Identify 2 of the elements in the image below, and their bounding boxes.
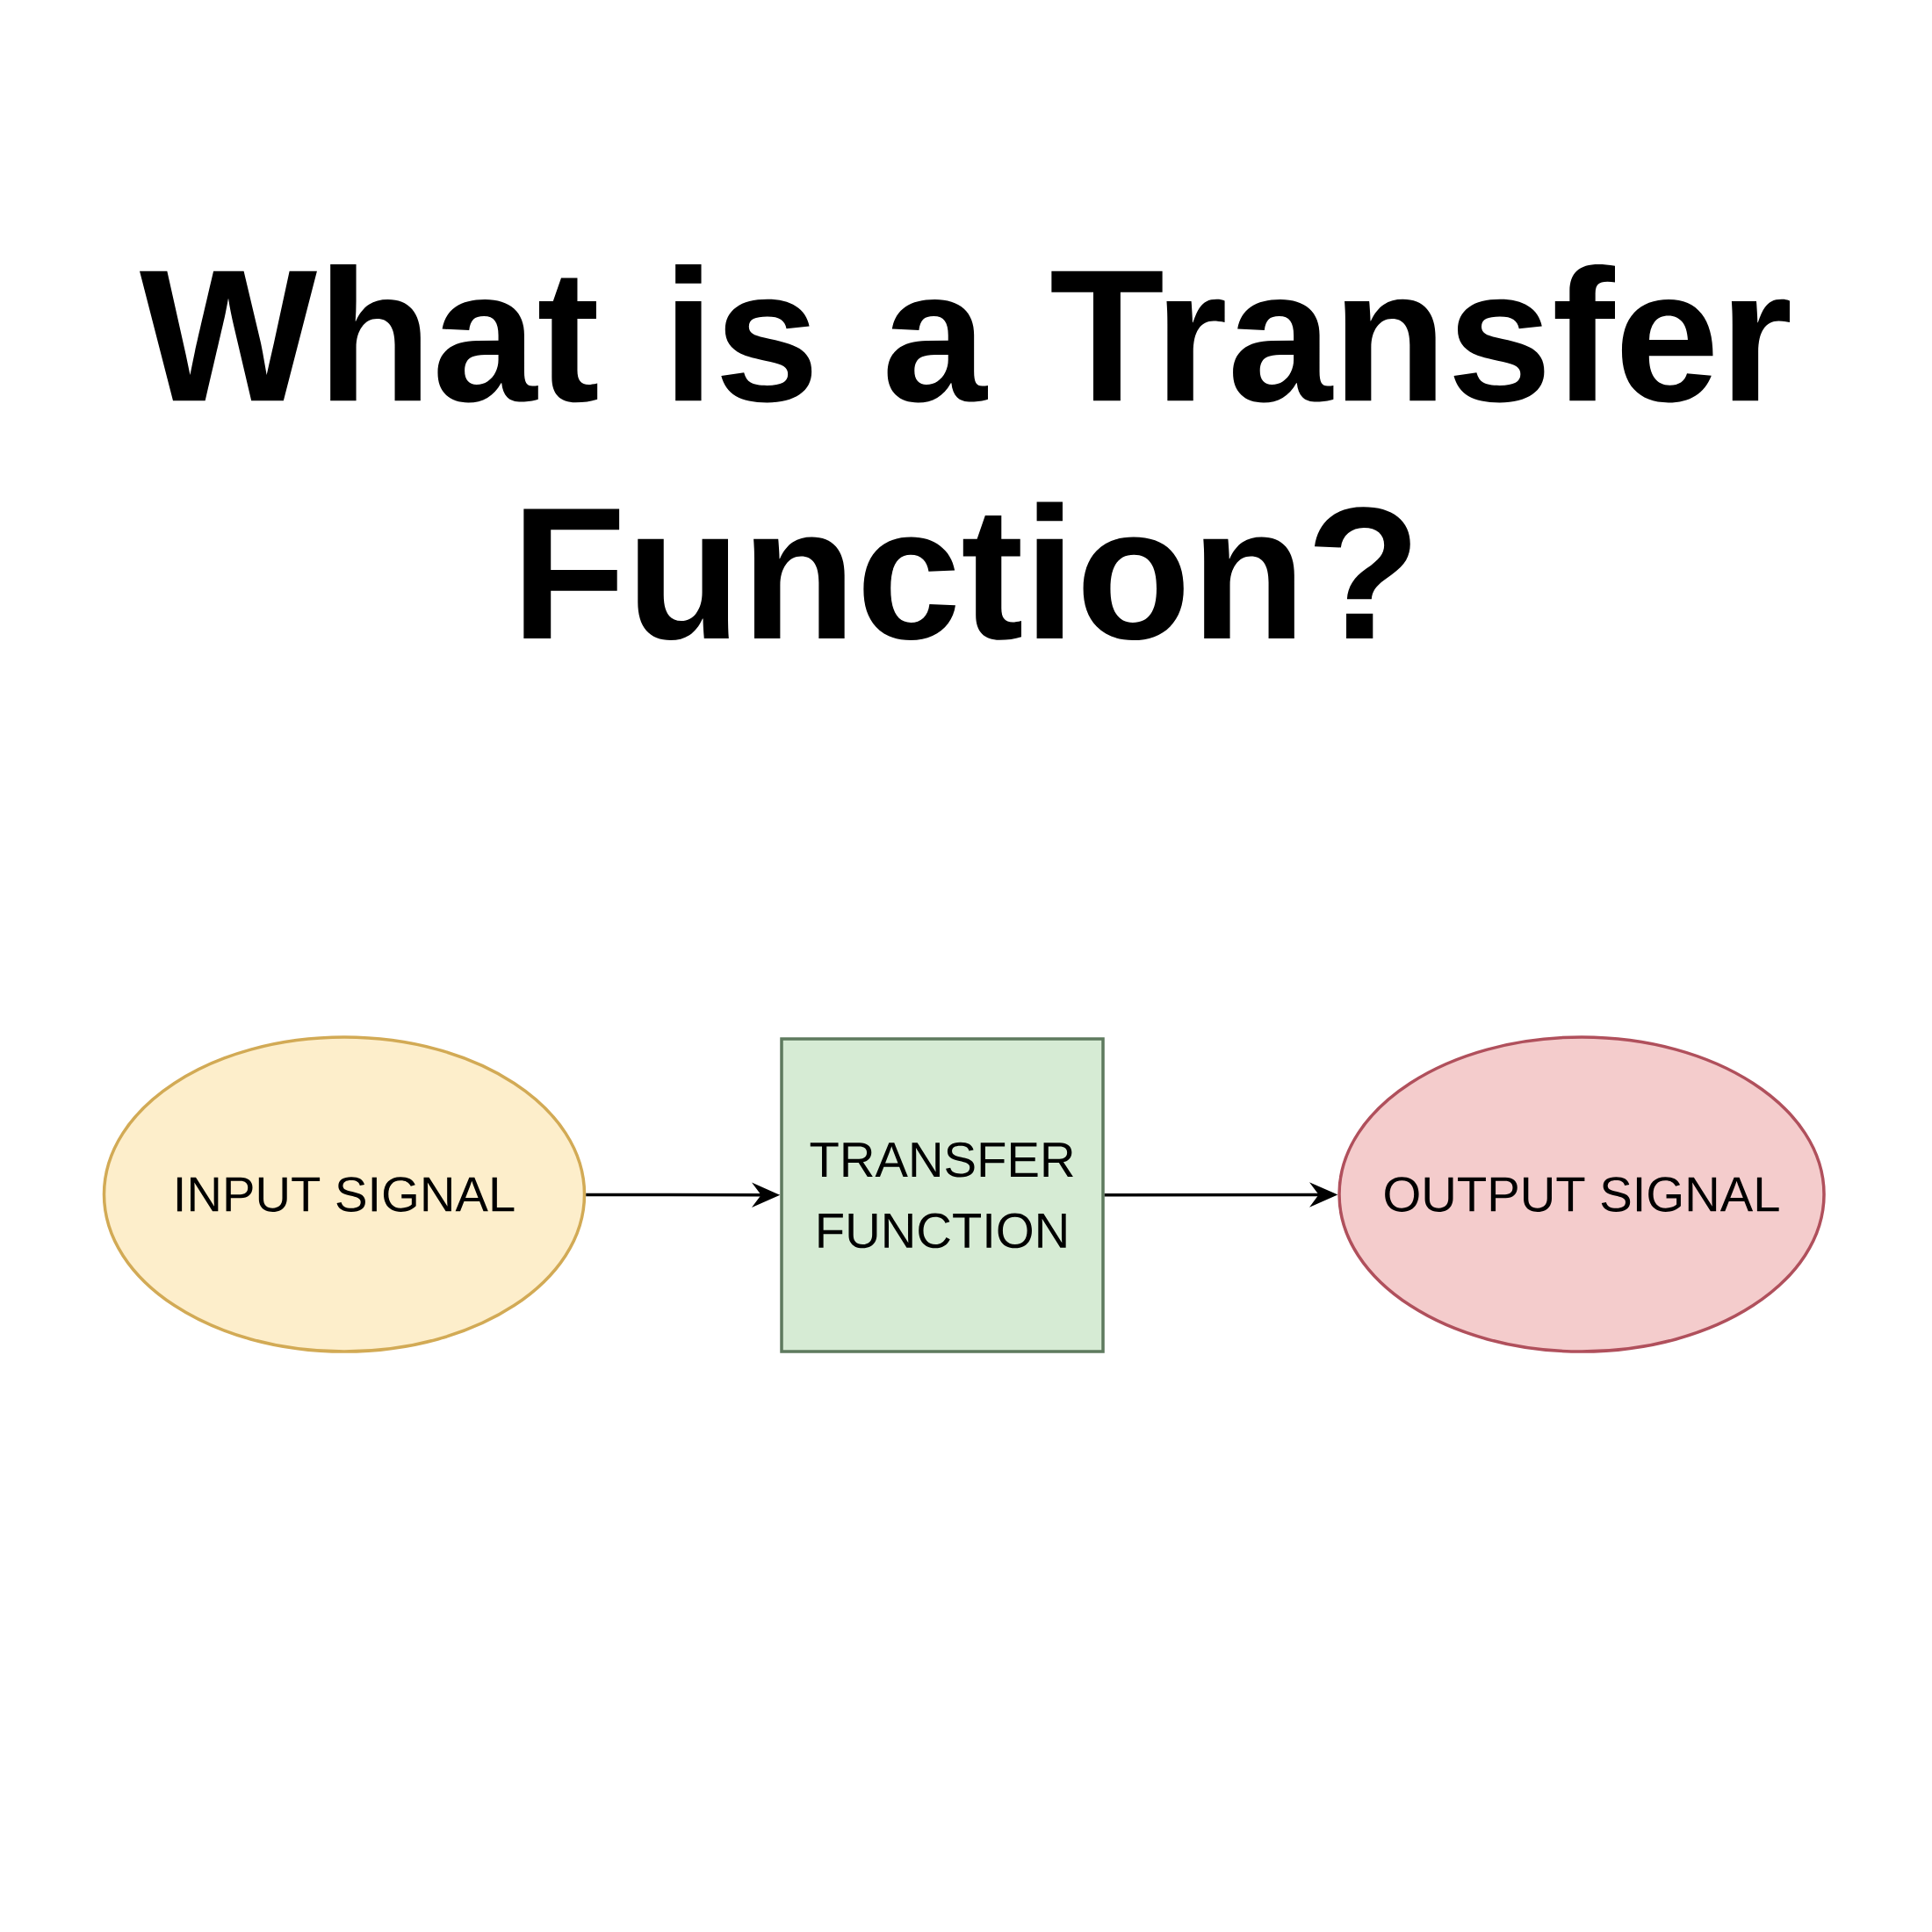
process-box: TRANSFER FUNCTION: [780, 1037, 1105, 1353]
title: What is a Transfer Function?: [140, 264, 1790, 641]
